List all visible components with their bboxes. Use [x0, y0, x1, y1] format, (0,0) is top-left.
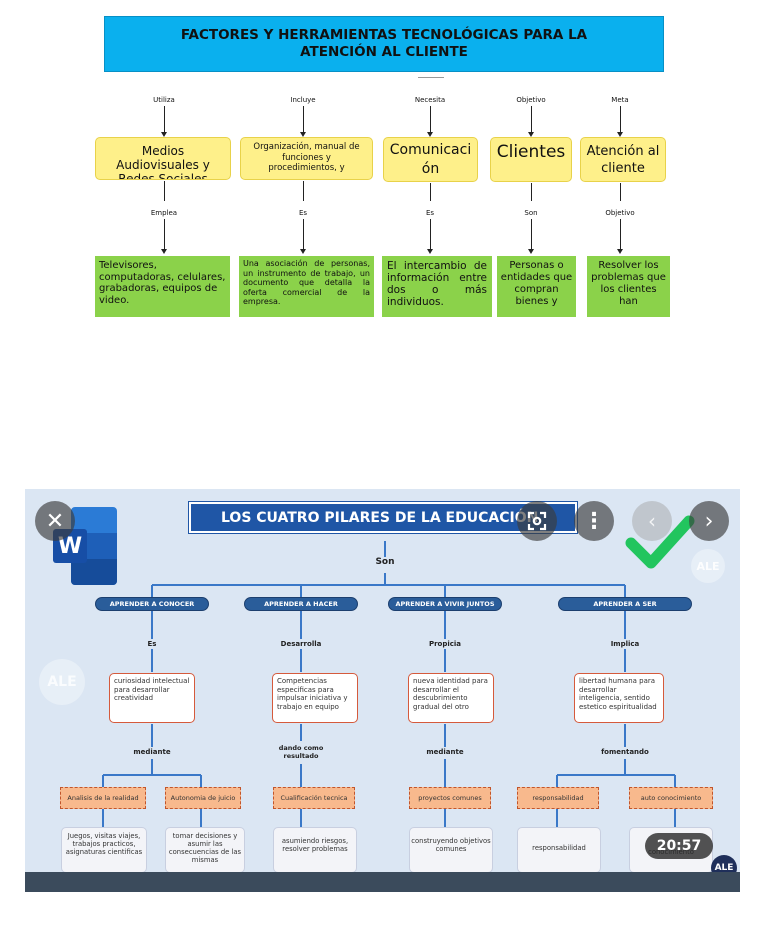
checkmark-icon [625, 515, 695, 569]
arrow-down-icon [161, 249, 167, 254]
word-app-icon: W [53, 507, 117, 585]
video-timestamp: 20:57 [645, 833, 713, 859]
result-box: asumiendo riesgos, resolver problemas [273, 827, 357, 873]
connector-line [531, 183, 532, 201]
connector-line [303, 106, 304, 133]
pillar-header: APRENDER A SER [558, 597, 692, 611]
connector-label: mediante [133, 748, 171, 756]
connector-line [164, 106, 165, 133]
connector-label: Necesita [414, 96, 446, 104]
connector-line [620, 219, 621, 250]
means-box: proyectos comunes [409, 787, 491, 809]
concept-box: Medios Audiovisuales y Redes Sociales [95, 137, 231, 180]
result-box: tomar decisiones y asumir las consecuenc… [165, 827, 245, 873]
link-label: Emplea [150, 209, 178, 217]
connector-line [531, 106, 532, 133]
result-box: Juegos, visitas viajes, trabajos practic… [61, 827, 147, 873]
concept-box: Atención al cliente [580, 137, 666, 182]
arrow-down-icon [617, 132, 623, 137]
detail-box: Televisores, computadoras, celulares, gr… [95, 256, 230, 317]
detail-box: Resolver los problemas que los clientes … [587, 256, 670, 317]
means-box: Cualificación tecnica [273, 787, 355, 809]
video-title: LOS CUATRO PILARES DE LA EDUCACIÓN [189, 502, 577, 533]
pillar-header: APRENDER A VIVIR JUNTOS [388, 597, 502, 611]
arrow-down-icon [300, 249, 306, 254]
arrow-down-icon [528, 249, 534, 254]
close-icon[interactable]: ✕ [35, 501, 75, 541]
connector-label: fomentando [601, 748, 649, 756]
connector-line [430, 106, 431, 133]
arrow-down-icon [300, 132, 306, 137]
next-arrow-icon[interactable]: › [689, 501, 729, 541]
connector-label: Utiliza [153, 96, 175, 104]
description-box: libertad humana para desarrollar intelig… [574, 673, 664, 723]
concept-box: Organización, manual de funciones y proc… [240, 137, 373, 180]
link-label: Son [524, 209, 538, 217]
more-options-icon[interactable]: ⋮ [574, 501, 614, 541]
verb-label: Propicia [428, 640, 462, 648]
means-box: Analisis de la realidad [60, 787, 146, 809]
arrow-down-icon [427, 132, 433, 137]
connector-label: mediante [426, 748, 464, 756]
description-box: curiosidad intelectual para desarrollar … [109, 673, 195, 723]
arrow-down-icon [528, 132, 534, 137]
description-box: nueva identidad para desarrollar el desc… [408, 673, 494, 723]
connector-line [620, 183, 621, 201]
arrow-down-icon [427, 249, 433, 254]
watermark-logo: ALE [691, 549, 725, 583]
watermark-logo: ALE [39, 659, 85, 705]
verb-label: Desarrolla [280, 640, 322, 648]
connector-label: dando como resultado [278, 744, 324, 760]
result-box: responsabilidad [517, 827, 601, 873]
verb-label: Implica [610, 640, 640, 648]
pillar-header: APRENDER A CONOCER [95, 597, 209, 611]
connector-line [164, 219, 165, 250]
son-label: Son [375, 557, 395, 567]
connector-line [303, 219, 304, 250]
arrow-down-icon [161, 132, 167, 137]
connector-label: Incluye [290, 96, 316, 104]
lens-search-icon[interactable] [517, 501, 557, 541]
description-box: Competencias especificas para impulsar i… [272, 673, 358, 723]
pillar-header: APRENDER A HACER [244, 597, 358, 611]
result-box: construyendo objetivos comunes [409, 827, 493, 873]
concept-box: Comunicación [383, 137, 478, 182]
detail-box: Personas o entidades que compran bienes … [497, 256, 576, 317]
link-label: Es [425, 209, 435, 217]
connector-line [620, 106, 621, 133]
means-box: auto conocimiento [629, 787, 713, 809]
connector-line [164, 181, 165, 201]
video-bottom-bar [25, 872, 740, 892]
detail-box: Una asociación de personas, un instrumen… [239, 256, 374, 317]
tree-lines [102, 541, 676, 827]
previous-arrow-icon[interactable]: ‹ [632, 501, 672, 541]
connector-line [303, 181, 304, 201]
link-label: Objetivo [605, 209, 635, 217]
title-underline [418, 77, 444, 78]
concept-box: Clientes [490, 137, 572, 182]
connector-line [430, 219, 431, 250]
connector-label: Objetivo [516, 96, 546, 104]
means-box: responsabilidad [517, 787, 599, 809]
connector-line [430, 183, 431, 201]
video-player[interactable]: ALE ALE LOS CUATRO PILARES DE LA EDUCACI… [25, 489, 740, 892]
verb-label: Es [147, 640, 157, 648]
map-title: FACTORES Y HERRAMIENTAS TECNOLÓGICAS PAR… [104, 16, 664, 72]
connector-label: Meta [611, 96, 629, 104]
means-box: Autonomia de juicio [165, 787, 241, 809]
arrow-down-icon [617, 249, 623, 254]
link-label: Es [298, 209, 308, 217]
detail-box: El intercambio de información entre dos … [382, 256, 492, 317]
connector-line [531, 219, 532, 250]
